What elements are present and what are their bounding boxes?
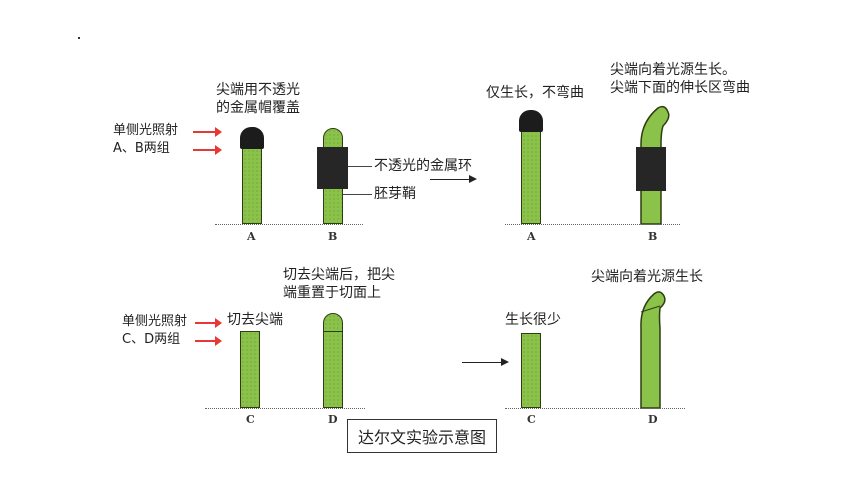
red-arrow-icon [193,127,222,137]
result-b-line2: 尖端下面的伸长区弯曲 [610,80,750,96]
diagram-caption: 达尔文实验示意图 [347,419,498,453]
light-cd-line2: C、D两组 [122,332,181,347]
ground-line [205,408,365,409]
result-c: 生长很少 [505,312,561,328]
coleoptile-a-result [521,121,541,224]
letter-b: B [648,230,658,243]
replace-note-line2: 端重置于切面上 [283,285,381,301]
red-arrow-icon [195,336,222,346]
sheath-leader [343,194,372,195]
metal-ring [636,147,666,191]
light-cd-line1: 单侧光照射 [122,314,188,329]
coleoptile-d-result [640,291,666,409]
metal-ring [317,147,348,189]
letter-c: C [527,413,536,426]
black-arrow-icon [430,175,477,183]
ground-line [505,408,685,409]
letter-a: A [527,230,536,243]
coleoptile-d [323,313,343,408]
stray-dot [78,37,80,39]
letter-a: A [247,230,256,243]
cut-line [324,331,342,332]
letter-b: B [328,230,338,243]
coleoptile-c-result [521,333,541,408]
metal-cap [240,127,264,149]
replace-note-line1: 切去尖端后，把尖 [283,267,395,283]
letter-d: D [648,413,658,426]
bent-stem [640,291,666,409]
result-d: 尖端向着光源生长 [591,269,703,285]
light-ab-line2: A、B两组 [113,141,170,156]
red-arrow-icon [193,145,222,155]
ring-note: 不透光的金属环 [374,158,472,174]
black-arrow-icon [462,358,509,366]
result-b-line1: 尖端向着光源生长。 [610,62,736,78]
letter-c: C [246,413,255,426]
ground-line [215,224,363,225]
metal-cap [519,110,543,132]
result-a: 仅生长，不弯曲 [486,85,584,101]
cap-note-line1: 尖端用不透光 [216,82,300,98]
sheath-label: 胚芽鞘 [374,186,416,202]
cap-note-line2: 的金属帽覆盖 [216,100,300,116]
coleoptile-c [240,331,260,408]
letter-d: D [328,413,338,426]
cut-line [640,305,661,313]
coleoptile-a [242,140,262,224]
light-ab-line1: 单侧光照射 [113,123,179,138]
red-arrow-icon [195,318,222,328]
ring-leader [348,166,372,167]
ground-line [505,224,680,225]
cut-tip-label: 切去尖端 [227,312,283,328]
